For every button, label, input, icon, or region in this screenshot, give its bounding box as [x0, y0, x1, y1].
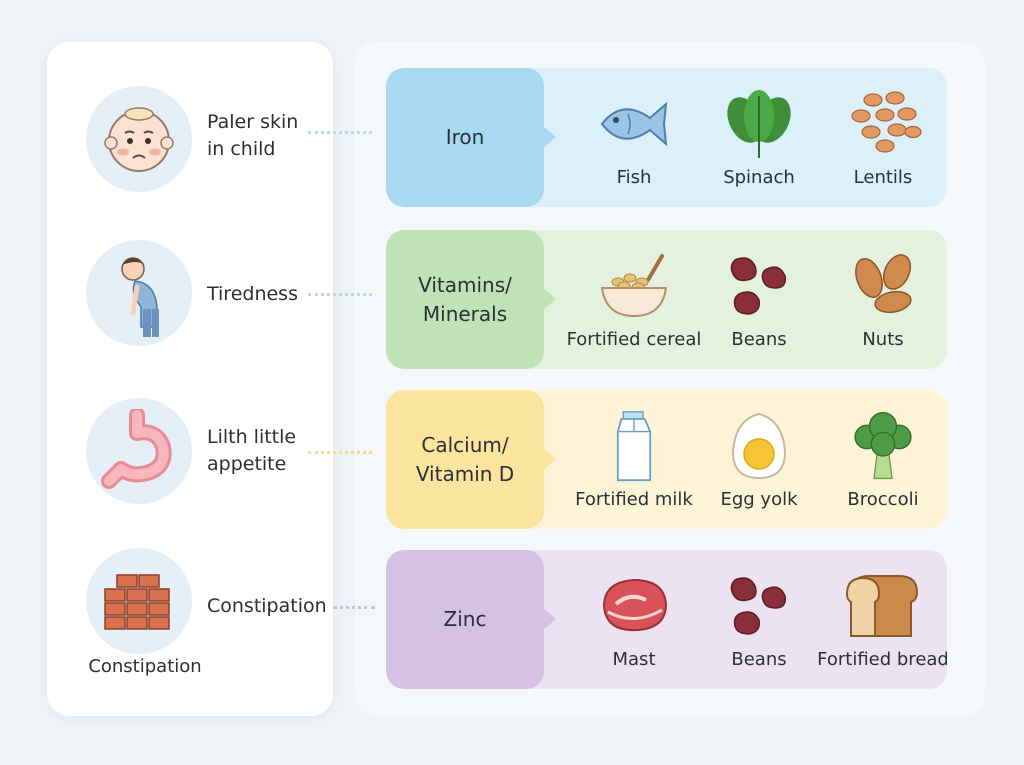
food-label: Fortified bread	[817, 649, 947, 670]
food-item: Fortified milk	[572, 390, 696, 529]
nutrient-band: Vitamins/ Minerals Fortified cereal	[386, 230, 947, 369]
nutrient-tag: Iron	[386, 68, 544, 207]
fish-icon	[600, 101, 668, 147]
bread-icon	[845, 575, 919, 637]
food-item: Fortified bread	[817, 550, 947, 689]
food-item: Mast	[572, 550, 696, 689]
nutrient-band: Calcium/ Vitamin D Fortified milk Egg yo…	[386, 390, 947, 529]
egg-icon	[731, 412, 787, 480]
food-label: Mast	[612, 649, 656, 670]
arrow-icon	[542, 287, 556, 311]
food-label: Broccoli	[847, 489, 919, 510]
food-item: Broccoli	[821, 390, 945, 529]
broccoli-icon	[854, 412, 912, 480]
food-label: Fortified cereal	[566, 329, 702, 350]
dotted-connector	[308, 131, 372, 134]
pale-child-face-icon	[86, 86, 192, 192]
food-item: Beans	[697, 230, 821, 369]
nutrient-tag: Calcium/ Vitamin D	[386, 390, 544, 529]
food-label: Spinach	[723, 167, 795, 188]
beans-icon	[730, 577, 787, 635]
lentils-icon	[851, 91, 922, 153]
food-item: Beans	[697, 550, 821, 689]
dotted-connector	[308, 293, 372, 296]
arrow-icon	[542, 125, 556, 149]
food-item: Lentils	[821, 68, 945, 207]
symptom-label: Lilth little appetite	[207, 426, 297, 475]
food-item: Nuts	[821, 230, 945, 369]
bricks-icon	[86, 548, 192, 654]
food-label: Beans	[731, 649, 787, 670]
food-label: Egg yolk	[720, 489, 798, 510]
food-item: Spinach	[697, 68, 821, 207]
arrow-icon	[542, 447, 556, 471]
spinach-icon	[727, 90, 791, 158]
food-item: Fish	[572, 68, 696, 207]
cereal-bowl-icon	[600, 254, 668, 318]
arrow-icon	[542, 607, 556, 631]
symptom-label: Tiredness	[207, 283, 298, 305]
meat-icon	[602, 578, 668, 632]
food-label: Lentils	[853, 167, 913, 188]
nutrient-tag: Zinc	[386, 550, 544, 689]
nutrient-band: Iron Fish Spinach	[386, 68, 947, 207]
food-label: Beans	[731, 329, 787, 350]
food-item: Egg yolk	[697, 390, 821, 529]
stomach-icon	[86, 398, 192, 504]
tired-person-icon	[86, 240, 192, 346]
beans-icon	[730, 257, 787, 315]
dotted-connector	[308, 451, 372, 454]
food-item: Fortified cereal	[567, 230, 701, 369]
food-label: Fortified milk	[575, 489, 693, 510]
nutrient-tag: Vitamins/ Minerals	[386, 230, 544, 369]
nuts-icon	[855, 254, 912, 314]
dotted-connector	[333, 606, 375, 609]
bottom-caption: Constipation	[88, 656, 202, 677]
symptom-label: Constipation	[207, 595, 327, 617]
food-label: Fish	[616, 167, 652, 188]
symptom-label: Paler skin in child	[207, 111, 299, 160]
nutrient-band: Zinc Mast Beans	[386, 550, 947, 689]
food-label: Nuts	[862, 329, 904, 350]
milk-carton-icon	[616, 411, 652, 482]
